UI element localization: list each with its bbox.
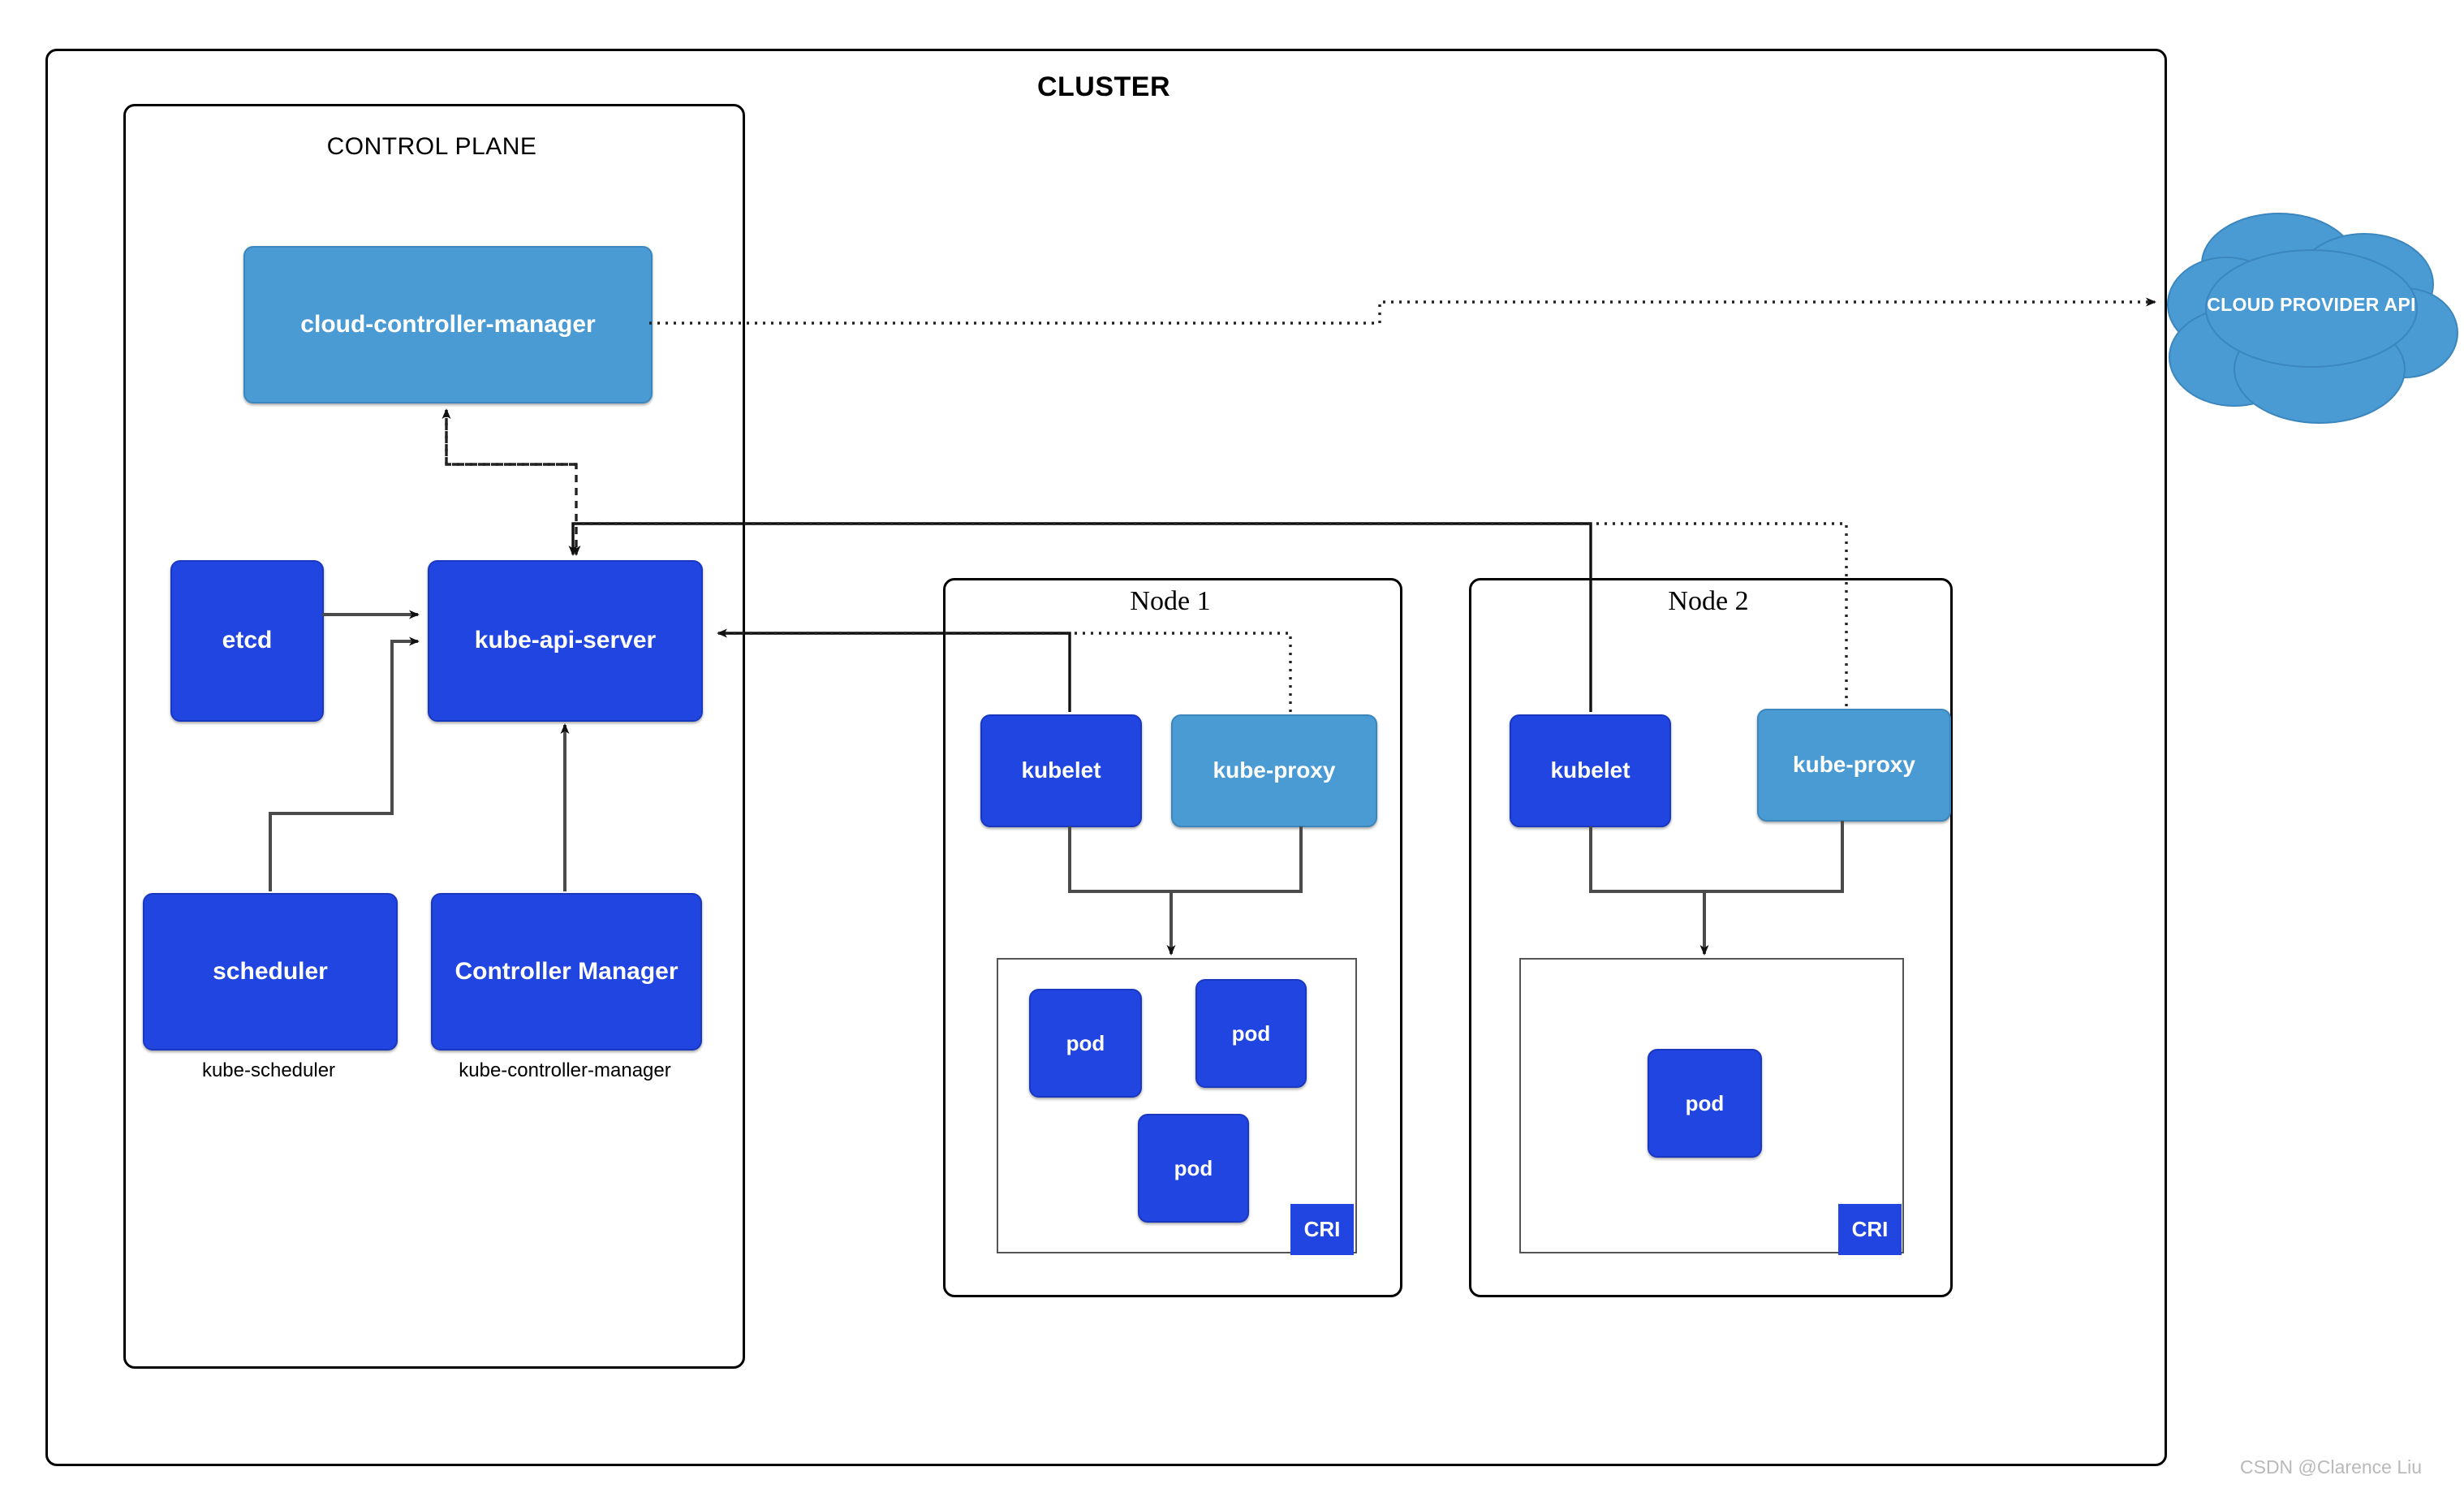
pod-label: pod [1231,1020,1271,1046]
controller-manager-box[interactable]: Controller Manager [431,893,702,1050]
cloud-icon [2167,213,2458,424]
pod-label: pod [1174,1155,1213,1180]
node-1-kube-proxy-label: kube-proxy [1213,757,1336,783]
node-1-kubelet-label: kubelet [1021,757,1101,783]
node-2-kubelet-label: kubelet [1550,757,1630,783]
kube-controller-manager-caption: kube-controller-manager [459,1059,671,1081]
node-1-kube-proxy-box[interactable]: kube-proxy [1171,714,1377,827]
watermark: CSDN @Clarence Liu [2240,1456,2423,1478]
node-1-pod-1[interactable]: pod [1029,989,1142,1098]
pod-label: pod [1685,1090,1725,1115]
controller-manager-label: Controller Manager [454,957,678,985]
cluster-title: CLUSTER [1036,71,1171,102]
cloud-provider-api[interactable]: CLOUD PROVIDER API [2157,195,2464,430]
node-1-title: Node 1 [1130,586,1211,616]
node-2-kubelet-box[interactable]: kubelet [1510,714,1671,827]
cri-label: CRI [1303,1217,1341,1241]
cloud-controller-manager-label: cloud-controller-manager [300,310,596,338]
node-2-title: Node 2 [1668,586,1749,616]
kube-scheduler-caption: kube-scheduler [201,1059,336,1081]
cloud-provider-api-label: CLOUD PROVIDER API [2207,294,2416,315]
node-1-pod-3[interactable]: pod [1138,1114,1249,1223]
cluster-frame [45,49,2167,1466]
node-2-pod-1[interactable]: pod [1648,1049,1762,1158]
node-1-pod-2[interactable]: pod [1195,979,1307,1088]
control-plane-title: CONTROL PLANE [326,133,537,160]
control-plane-frame [123,104,745,1369]
cloud-controller-manager-box[interactable]: cloud-controller-manager [243,246,653,403]
node-1-kubelet-box[interactable]: kubelet [980,714,1142,827]
kube-api-server-label: kube-api-server [474,627,657,654]
scheduler-label: scheduler [213,957,328,985]
etcd-box[interactable]: etcd [170,560,324,722]
node-2-cri-badge: CRI [1838,1204,1902,1255]
node-1-cri-badge: CRI [1290,1204,1354,1255]
node-2-kube-proxy-label: kube-proxy [1793,752,1915,778]
scheduler-box[interactable]: scheduler [143,893,398,1050]
cri-label: CRI [1851,1217,1889,1241]
node-2-kube-proxy-box[interactable]: kube-proxy [1757,709,1951,822]
kube-api-server-box[interactable]: kube-api-server [428,560,703,722]
etcd-label: etcd [222,627,273,654]
pod-label: pod [1066,1030,1105,1055]
